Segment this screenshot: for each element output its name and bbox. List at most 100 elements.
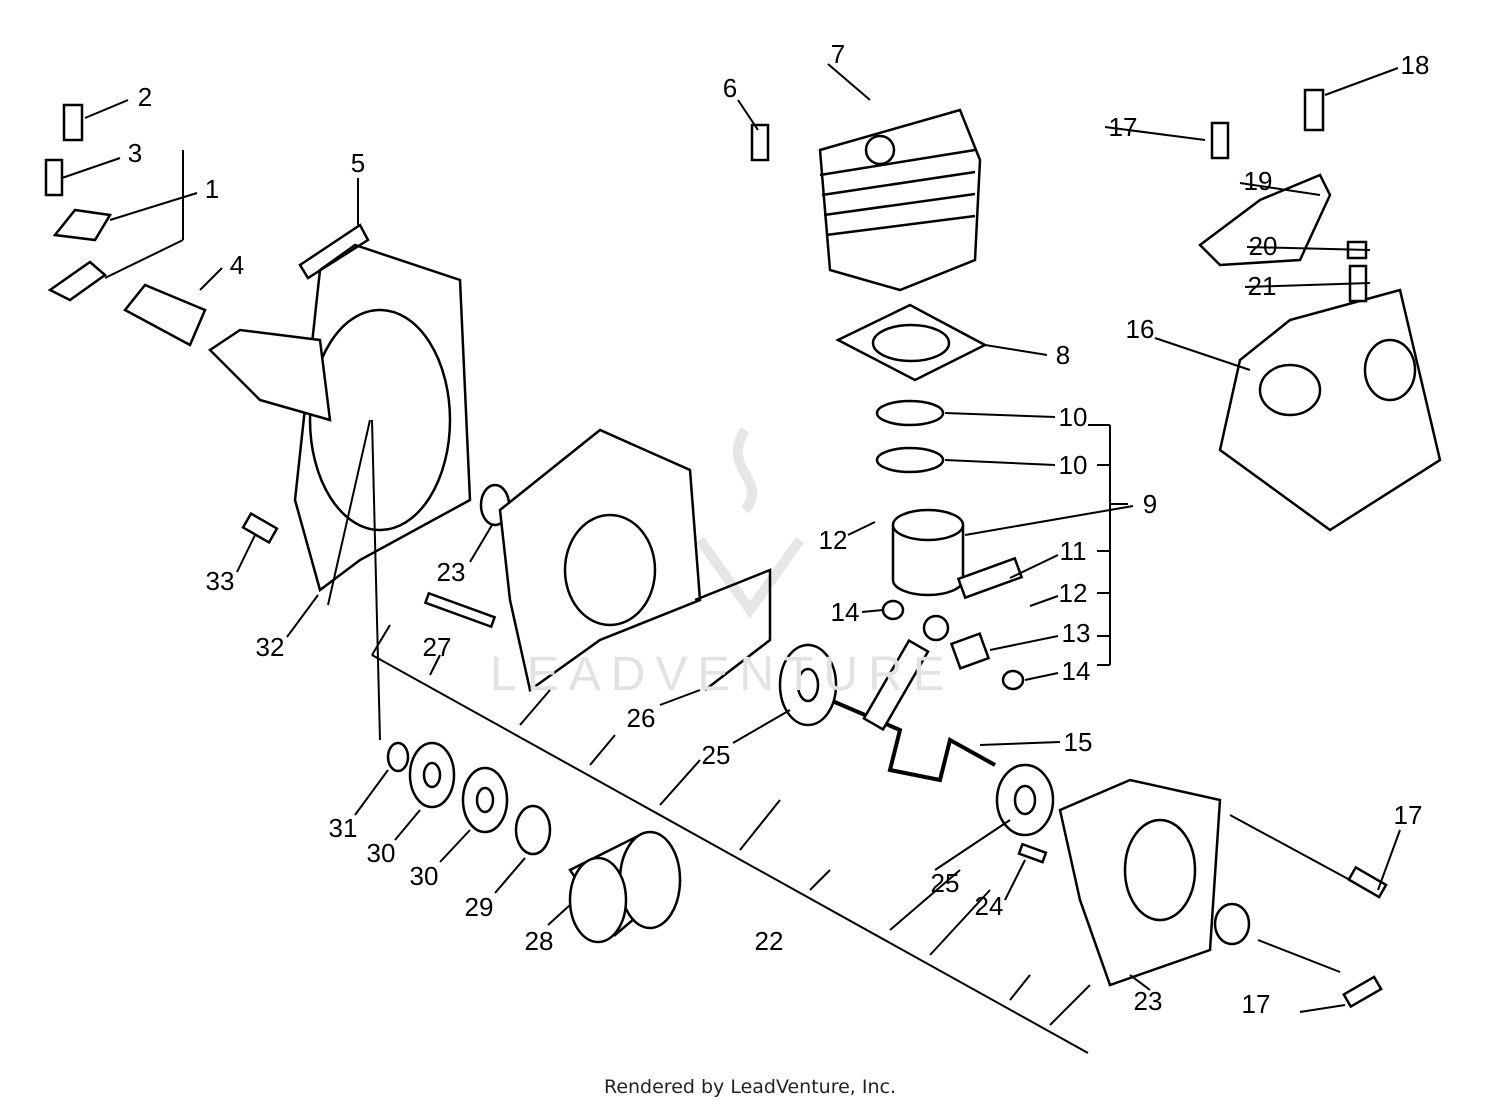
bolt-part <box>241 511 279 545</box>
crankcase-half-part <box>1058 778 1222 987</box>
leader-line <box>739 799 781 851</box>
part-label-2: 2 <box>138 82 152 112</box>
leader-line <box>732 709 791 744</box>
part-label-5: 5 <box>351 148 365 178</box>
leader-line <box>1299 1004 1346 1013</box>
tube-part <box>123 283 207 347</box>
part-label-17: 17 <box>1242 989 1271 1019</box>
part-label-23: 23 <box>437 557 466 587</box>
leader-line <box>236 534 256 573</box>
part-label-16: 16 <box>1126 314 1155 344</box>
circlip-part <box>386 741 410 773</box>
leader-line <box>61 157 121 179</box>
leader-line <box>929 889 991 956</box>
leader-line <box>1246 246 1371 251</box>
part-label-31: 31 <box>329 813 358 843</box>
leader-line <box>104 239 184 279</box>
leader-line <box>809 869 831 891</box>
leader-line <box>371 654 1089 1054</box>
part-label-18: 18 <box>1401 50 1430 80</box>
leader-line <box>1377 829 1401 891</box>
part-label-1: 1 <box>205 174 219 204</box>
part-label-13: 13 <box>1062 618 1091 648</box>
leader-line <box>1154 337 1251 371</box>
washer-part <box>1001 669 1025 691</box>
part-drawings <box>44 88 1442 1009</box>
circlip-part <box>514 804 552 856</box>
part-label-10: 10 <box>1059 402 1088 432</box>
leader-line <box>84 99 129 119</box>
part-label-8: 8 <box>1056 340 1070 370</box>
leader-line <box>984 344 1048 356</box>
leader-line <box>1024 672 1059 681</box>
seal-part <box>1213 902 1251 946</box>
crankshaft-part <box>829 698 996 783</box>
part-label-26: 26 <box>627 703 656 733</box>
leader-line <box>327 419 371 606</box>
leader-line <box>827 63 871 101</box>
part-label-14: 14 <box>1062 656 1091 686</box>
leader-line <box>659 689 701 706</box>
bolt-part <box>423 591 497 629</box>
part-label-29: 29 <box>465 892 494 922</box>
leader-line <box>1029 595 1059 607</box>
bracket-part <box>52 208 113 242</box>
part-label-12: 12 <box>1059 578 1088 608</box>
part-label-30: 30 <box>367 838 396 868</box>
leader-line <box>737 99 759 131</box>
leader-line <box>394 809 421 841</box>
part-label-32: 32 <box>256 632 285 662</box>
part-label-9: 9 <box>1143 489 1157 519</box>
part-label-22: 22 <box>755 926 784 956</box>
bolt-part <box>750 123 770 162</box>
leader-line <box>286 594 319 638</box>
leader-line <box>1129 974 1151 991</box>
leader-line <box>371 624 391 656</box>
part-label-30: 30 <box>410 861 439 891</box>
leader-line <box>1009 554 1059 579</box>
leader-line <box>1257 939 1341 973</box>
leader-lines <box>61 63 1401 1054</box>
part-label-15: 15 <box>1064 727 1093 757</box>
leader-line <box>429 654 441 676</box>
leader-line <box>979 741 1061 746</box>
leader-line <box>1009 974 1031 1001</box>
cylinder-part <box>818 108 982 292</box>
leader-line <box>944 459 1056 466</box>
leader-line <box>1244 282 1371 288</box>
pin-part <box>1017 842 1048 864</box>
bolt-part <box>1342 975 1383 1009</box>
cover-part <box>1198 173 1332 267</box>
leader-line <box>589 734 616 766</box>
plate-part <box>298 223 370 280</box>
part-label-17: 17 <box>1394 800 1423 830</box>
part-label-12: 12 <box>819 525 848 555</box>
part-label-6: 6 <box>723 73 737 103</box>
bolt-part <box>1210 121 1230 160</box>
part-label-17: 17 <box>1109 112 1138 142</box>
part-label-3: 3 <box>128 138 142 168</box>
part-label-25: 25 <box>702 740 731 770</box>
leader-line <box>519 689 551 726</box>
leader-line <box>354 769 389 816</box>
leader-line <box>1229 814 1351 881</box>
part-label-21: 21 <box>1248 271 1277 301</box>
leader-line <box>989 635 1059 651</box>
part-label-23: 23 <box>1134 986 1163 1016</box>
washer-part <box>881 599 905 621</box>
part-label-28: 28 <box>525 926 554 956</box>
crankcase-part <box>498 428 702 693</box>
leader-line <box>944 412 1056 418</box>
bolt-part <box>62 103 84 142</box>
bolt-part <box>1347 865 1388 899</box>
leader-line <box>469 524 493 563</box>
part-label-7: 7 <box>831 39 845 69</box>
piston-ring <box>875 399 945 427</box>
part-label-20: 20 <box>1249 231 1278 261</box>
leader-line <box>964 505 1134 536</box>
part-label-14: 14 <box>831 597 860 627</box>
leader-line <box>659 759 701 806</box>
part-label-10: 10 <box>1059 450 1088 480</box>
